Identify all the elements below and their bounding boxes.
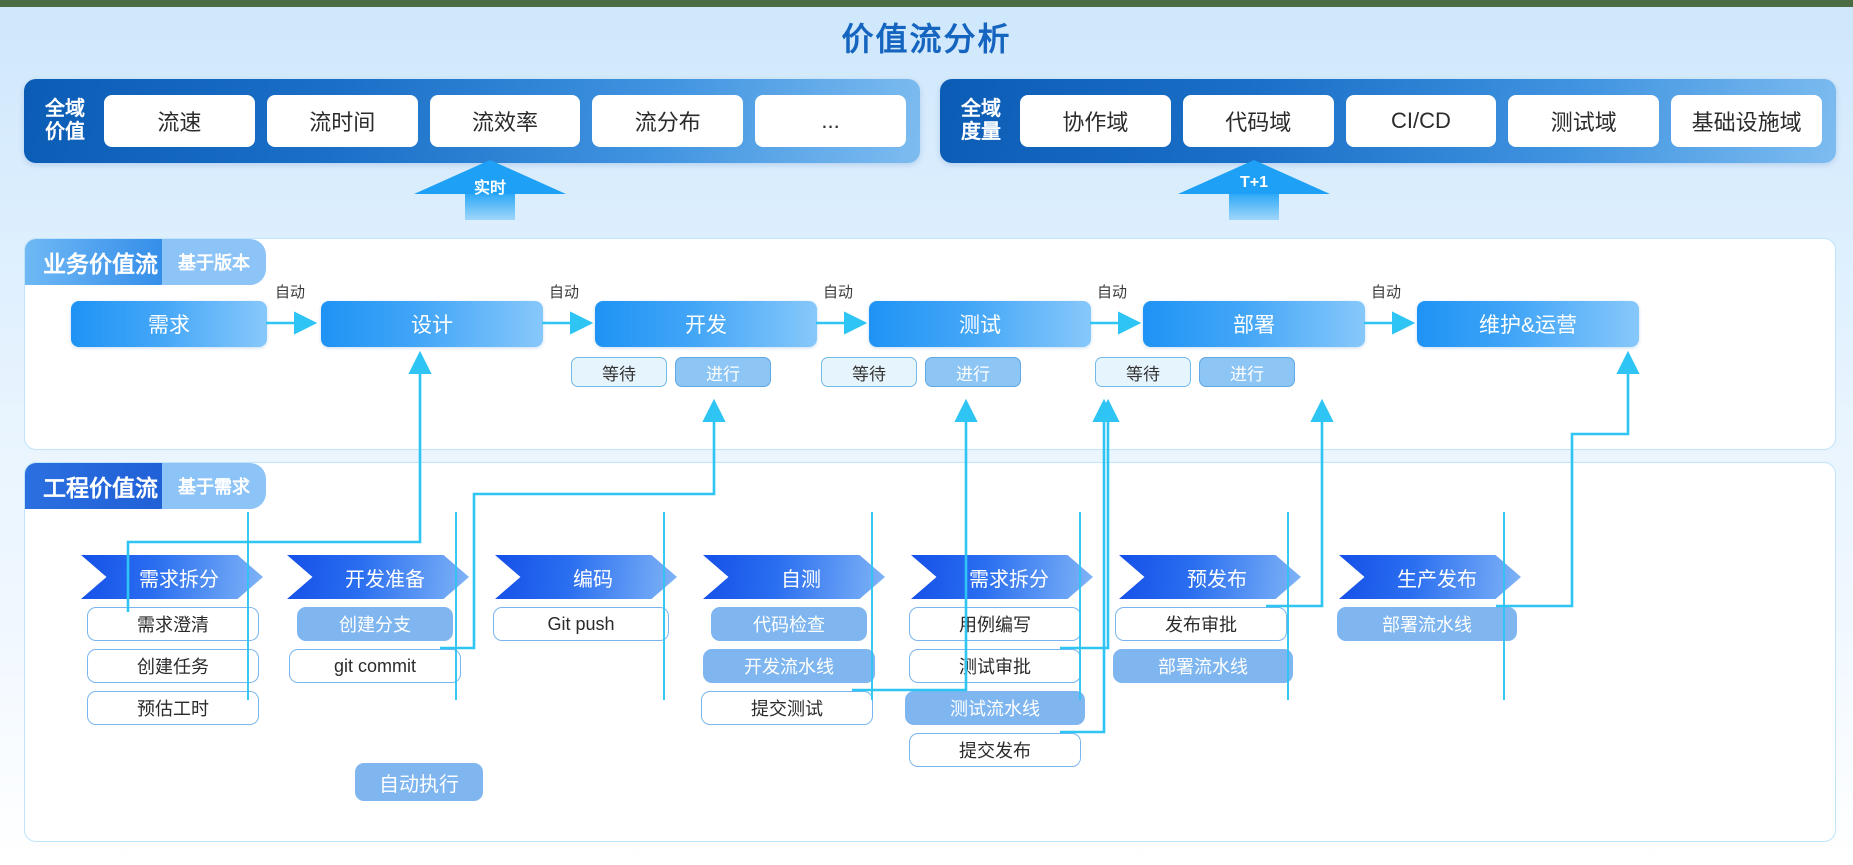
task-deploy-pipeline-prod[interactable]: 部署流水线 bbox=[1337, 607, 1517, 641]
task-requirement-clarify[interactable]: 需求澄清 bbox=[87, 607, 259, 641]
chip-collaboration-domain[interactable]: 协作域 bbox=[1020, 95, 1171, 147]
global-metrics-chips: 协作域 代码域 CI/CD 测试域 基础设施域 bbox=[1020, 95, 1822, 147]
global-metrics-label: 全域 度量 bbox=[961, 98, 1001, 143]
badge-test-doing[interactable]: 进行 bbox=[925, 357, 1021, 387]
chip-flow-time[interactable]: 流时间 bbox=[266, 95, 418, 147]
realtime-label: 实时 bbox=[473, 180, 506, 197]
chip-flow-distribution[interactable]: 流分布 bbox=[592, 95, 744, 147]
task-release-approval[interactable]: 发布审批 bbox=[1115, 607, 1287, 641]
arrow-stem bbox=[465, 193, 515, 220]
task-git-push[interactable]: Git push bbox=[493, 607, 669, 641]
t-plus-one-label: T+1 bbox=[1239, 174, 1268, 191]
badge-deploy-doing[interactable]: 进行 bbox=[1199, 357, 1295, 387]
t-plus-one-up-arrow-icon: T+1 bbox=[1178, 160, 1330, 220]
business-stream-title: 业务价值流 bbox=[25, 239, 176, 285]
engineering-stream-title: 工程价值流 bbox=[25, 463, 176, 509]
realtime-up-arrow-icon: 实时 bbox=[414, 160, 566, 220]
chip-flow-velocity[interactable]: 流速 bbox=[104, 95, 255, 147]
chip-cicd-domain[interactable]: CI/CD bbox=[1345, 95, 1497, 147]
task-submit-release[interactable]: 提交发布 bbox=[909, 733, 1081, 767]
global-value-chips: 流速 流时间 流效率 流分布 ... bbox=[104, 95, 906, 147]
task-test-approval[interactable]: 测试审批 bbox=[909, 649, 1081, 683]
task-deploy-pipeline-pre[interactable]: 部署流水线 bbox=[1113, 649, 1293, 683]
edge-label-auto-2: 自动 bbox=[549, 284, 580, 301]
business-stage-maintenance[interactable]: 维护&运营 bbox=[1417, 301, 1639, 347]
legend-auto-execute: 自动执行 bbox=[355, 763, 483, 801]
eng-stage-dev-prep[interactable]: 开发准备 bbox=[287, 555, 469, 599]
badge-dev-doing[interactable]: 进行 bbox=[675, 357, 771, 387]
engineering-stream-subtitle: 基于需求 bbox=[162, 463, 266, 509]
task-create-task[interactable]: 创建任务 bbox=[87, 649, 259, 683]
global-metrics-panel: 全域 度量 协作域 代码域 CI/CD 测试域 基础设施域 bbox=[940, 79, 1836, 163]
task-estimate-hours[interactable]: 预估工时 bbox=[87, 691, 259, 725]
badge-deploy-wait[interactable]: 等待 bbox=[1095, 357, 1191, 387]
global-value-panel: 全域 价值 流速 流时间 流效率 流分布 ... bbox=[24, 79, 920, 163]
business-stage-test[interactable]: 测试 bbox=[869, 301, 1091, 347]
page-title: 价值流分析 bbox=[841, 21, 1012, 57]
eng-stage-production-release[interactable]: 生产发布 bbox=[1339, 555, 1521, 599]
business-value-stream-card: 业务价值流 基于版本 需求 设计 开发 测试 部署 维护&运营 自动 自动 自动… bbox=[24, 238, 1836, 450]
edge-label-auto-1: 自动 bbox=[275, 284, 306, 301]
edge-label-auto-3: 自动 bbox=[823, 284, 854, 301]
chip-flow-more[interactable]: ... bbox=[755, 95, 906, 147]
badge-test-wait[interactable]: 等待 bbox=[821, 357, 917, 387]
task-case-writing[interactable]: 用例编写 bbox=[909, 607, 1081, 641]
business-stage-development[interactable]: 开发 bbox=[595, 301, 817, 347]
engineering-value-stream-card: 工程价值流 基于需求 需求拆分 需求澄清 创建任务 预估工时 开发准备 创建分支… bbox=[24, 462, 1836, 842]
arrow-head bbox=[1178, 160, 1330, 194]
business-stream-header: 业务价值流 基于版本 bbox=[25, 239, 266, 285]
eng-stage-coding[interactable]: 编码 bbox=[495, 555, 677, 599]
business-stage-requirement[interactable]: 需求 bbox=[71, 301, 267, 347]
edge-label-auto-5: 自动 bbox=[1371, 284, 1402, 301]
top-strip bbox=[0, 0, 1853, 7]
task-test-pipeline[interactable]: 测试流水线 bbox=[905, 691, 1085, 725]
edge-label-auto-4: 自动 bbox=[1097, 284, 1128, 301]
arrow-stem bbox=[1229, 193, 1279, 220]
chip-test-domain[interactable]: 测试域 bbox=[1508, 95, 1660, 147]
chip-flow-efficiency[interactable]: 流效率 bbox=[429, 95, 581, 147]
task-code-check[interactable]: 代码检查 bbox=[711, 607, 867, 641]
task-git-commit[interactable]: git commit bbox=[289, 649, 461, 683]
badge-dev-wait[interactable]: 等待 bbox=[571, 357, 667, 387]
arrow-head bbox=[414, 160, 566, 194]
engineering-stream-header: 工程价值流 基于需求 bbox=[25, 463, 266, 509]
eng-stage-pre-release[interactable]: 预发布 bbox=[1119, 555, 1301, 599]
business-stage-deploy[interactable]: 部署 bbox=[1143, 301, 1365, 347]
business-stream-subtitle: 基于版本 bbox=[162, 239, 266, 285]
task-create-branch[interactable]: 创建分支 bbox=[297, 607, 453, 641]
eng-stage-self-test[interactable]: 自测 bbox=[703, 555, 885, 599]
business-stage-design[interactable]: 设计 bbox=[321, 301, 543, 347]
task-submit-test[interactable]: 提交测试 bbox=[701, 691, 873, 725]
chip-code-domain[interactable]: 代码域 bbox=[1182, 95, 1334, 147]
chip-infrastructure-domain[interactable]: 基础设施域 bbox=[1671, 95, 1822, 147]
task-dev-pipeline[interactable]: 开发流水线 bbox=[703, 649, 875, 683]
eng-stage-test-split[interactable]: 需求拆分 bbox=[911, 555, 1093, 599]
eng-stage-requirement-split[interactable]: 需求拆分 bbox=[81, 555, 263, 599]
global-value-label: 全域 价值 bbox=[45, 98, 85, 143]
